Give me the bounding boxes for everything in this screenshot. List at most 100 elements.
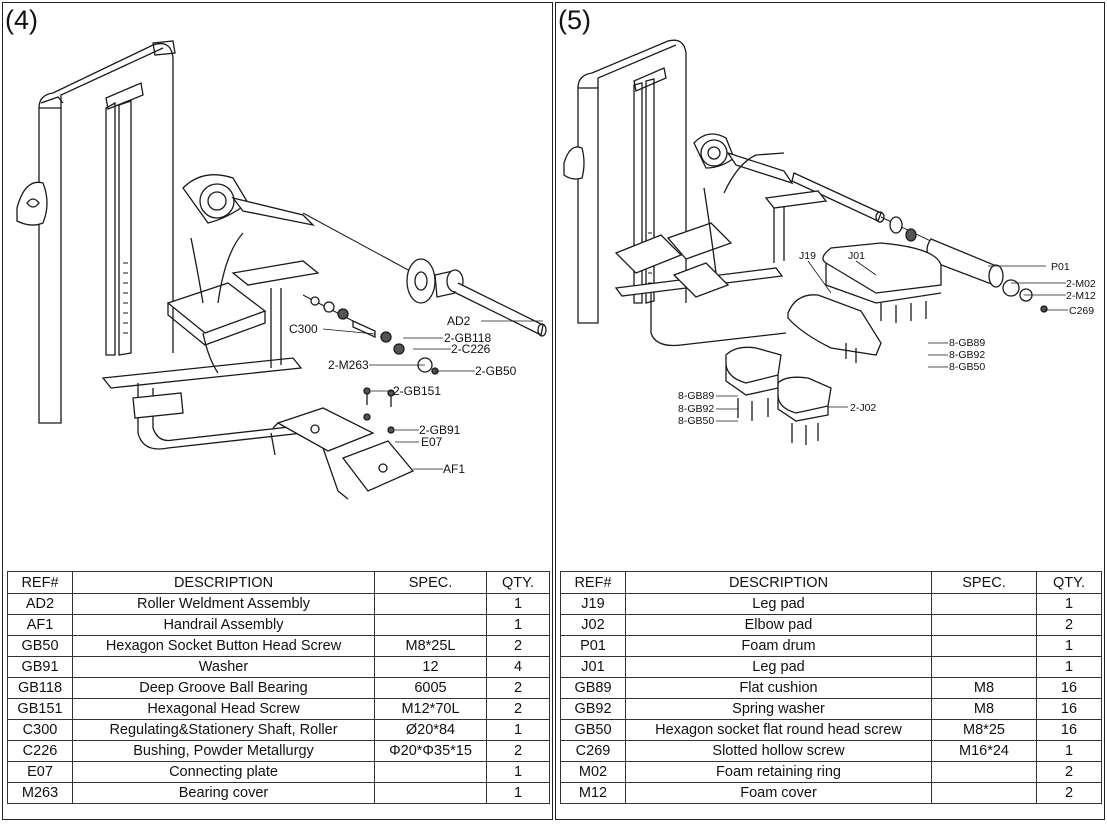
callout-M02: 2-M02 — [1066, 278, 1096, 290]
cell-ref: J02 — [560, 614, 626, 636]
frame-and-seat — [614, 133, 885, 347]
table-header-row: REF# DESCRIPTION SPEC. QTY. — [7, 571, 550, 594]
cell-qty: 2 — [486, 698, 550, 720]
cell-spec — [374, 614, 487, 636]
cell-description: Connecting plate — [72, 761, 375, 783]
cell-ref: GB50 — [7, 635, 73, 657]
callout-P01: P01 — [1051, 261, 1070, 273]
cell-description: Flat cushion — [625, 677, 932, 699]
header-ref: REF# — [560, 571, 626, 594]
panel-number: (4) — [5, 5, 38, 35]
exploded-diagram-4: AD2 C300 2-GB118 2-C226 2-M263 2-GB50 2-… — [16, 40, 547, 500]
callout-AD2: AD2 — [447, 314, 471, 328]
cell-ref: J01 — [560, 656, 626, 678]
callout-C226: 2-C226 — [451, 342, 491, 356]
roller-parts — [302, 212, 547, 434]
cell-spec — [931, 593, 1037, 615]
cell-ref: GB118 — [7, 677, 73, 699]
cell-qty: 2 — [1036, 614, 1102, 636]
callout-AF1: AF1 — [443, 462, 465, 476]
cell-qty: 2 — [486, 740, 550, 762]
panel-5: (5) — [555, 2, 1105, 820]
callout-M263: 2-M263 — [328, 358, 369, 372]
cell-description: Elbow pad — [625, 614, 932, 636]
header-ref: REF# — [7, 571, 73, 594]
callout-GB89: 8-GB89 — [949, 337, 985, 349]
cell-description: Spring washer — [625, 698, 932, 720]
cell-qty: 1 — [1036, 656, 1102, 678]
callout-GB50: 8-GB50 — [678, 415, 714, 427]
cell-qty: 4 — [486, 656, 550, 678]
callout-GB92: 8-GB92 — [678, 403, 714, 415]
panel-4: (4) — [2, 2, 553, 820]
cell-ref: AF1 — [7, 614, 73, 636]
cell-spec: Φ20*Φ35*15 — [374, 740, 487, 762]
cell-spec: M12*70L — [374, 698, 487, 720]
callout-GB50: 8-GB50 — [949, 361, 985, 373]
cell-spec: Ø20*84 — [374, 719, 487, 741]
header-qty: QTY. — [1036, 571, 1102, 594]
callout-M12: 2-M12 — [1066, 290, 1096, 302]
cell-description: Hexagon Socket Button Head Screw — [72, 635, 375, 657]
cell-ref: C226 — [7, 740, 73, 762]
cell-spec — [931, 761, 1037, 783]
cell-qty: 1 — [486, 719, 550, 741]
cell-qty: 1 — [486, 614, 550, 636]
cell-description: Regulating&Stationery Shaft, Roller — [72, 719, 375, 741]
cell-spec — [374, 761, 487, 783]
cell-spec — [931, 635, 1037, 657]
cell-qty: 2 — [1036, 761, 1102, 783]
cell-spec — [931, 656, 1037, 678]
callout-C269: C269 — [1069, 305, 1094, 317]
callout-J19: J19 — [799, 250, 816, 262]
foam-drum-parts — [880, 216, 1048, 313]
cell-spec: 12 — [374, 656, 487, 678]
callout-E07: E07 — [421, 435, 443, 449]
cell-ref: C269 — [560, 740, 626, 762]
cell-description: Leg pad — [625, 656, 932, 678]
cell-spec: M16*24 — [931, 740, 1037, 762]
cell-ref: P01 — [560, 635, 626, 657]
cell-qty: 1 — [486, 593, 550, 615]
cell-description: Hexagonal Head Screw — [72, 698, 375, 720]
cell-ref: GB151 — [7, 698, 73, 720]
cell-ref: M02 — [560, 761, 626, 783]
callout-GB118: 2-GB118 — [444, 331, 491, 345]
cell-spec: M8*25 — [931, 719, 1037, 741]
pads — [725, 242, 942, 445]
cell-spec — [374, 782, 487, 804]
cell-ref: J19 — [560, 593, 626, 615]
cell-qty: 1 — [1036, 593, 1102, 615]
cell-description: Washer — [72, 656, 375, 678]
cell-qty: 1 — [486, 782, 550, 804]
cell-qty: 2 — [486, 677, 550, 699]
cell-ref: GB92 — [560, 698, 626, 720]
cell-spec — [931, 782, 1037, 804]
callout-GB89: 8-GB89 — [678, 390, 714, 402]
cell-description: Bushing, Powder Metallurgy — [72, 740, 375, 762]
cell-ref: M12 — [560, 782, 626, 804]
cell-ref: AD2 — [7, 593, 73, 615]
callout-GB50: 2-GB50 — [475, 364, 517, 378]
cell-ref: GB50 — [560, 719, 626, 741]
cell-description: Hexagon socket flat round head screw — [625, 719, 932, 741]
cell-description: Deep Groove Ball Bearing — [72, 677, 375, 699]
